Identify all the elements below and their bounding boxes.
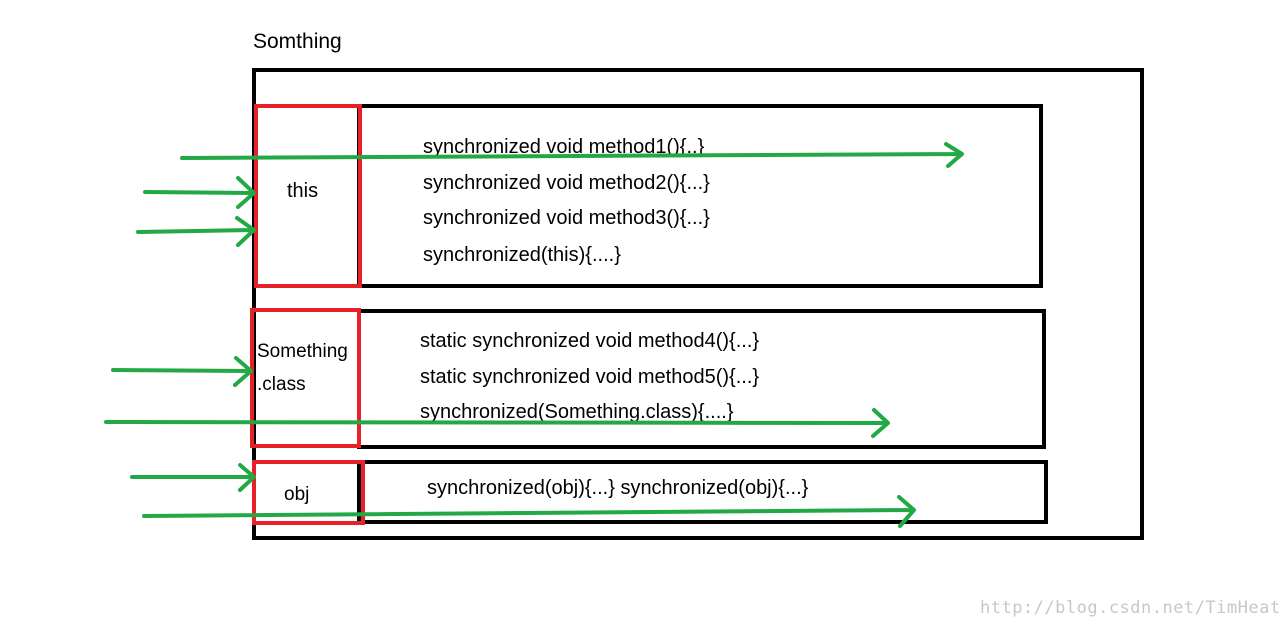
outer-object-box	[252, 68, 1144, 540]
method2-line: synchronized void method2(){...}	[423, 172, 710, 194]
thread-arrow-through-obj	[142, 495, 916, 528]
sync-class-line: synchronized(Something.class){....}	[420, 401, 734, 423]
method1-line: synchronized void method1(){..}	[423, 136, 705, 158]
sync-this-line: synchronized(this){....}	[423, 244, 621, 266]
method4-line: static synchronized void method4(){...}	[420, 330, 760, 352]
this-lock-label: this	[287, 180, 319, 202]
thread-arrow-blocked-obj	[130, 463, 256, 492]
thread-arrow-through-class	[104, 408, 890, 438]
obj-lock-box	[252, 460, 365, 525]
method5-line: static synchronized void method5(){...}	[420, 366, 760, 388]
thread-arrow-blocked-this-2	[136, 216, 256, 247]
diagram-title: Somthing	[253, 30, 342, 53]
method3-line: synchronized void method3(){...}	[423, 207, 710, 229]
watermark: http://blog.csdn.net/TimHeath	[980, 598, 1282, 618]
class-lock-box	[250, 308, 361, 448]
thread-arrow-through-this	[180, 142, 964, 168]
obj-lock-label: obj	[284, 484, 310, 505]
class-lock-label-line2: .class	[257, 374, 306, 395]
thread-arrow-blocked-this-1	[143, 176, 256, 209]
sync-obj-line: synchronized(obj){...} synchronized(obj)…	[427, 477, 809, 499]
class-lock-label-line1: Something	[257, 341, 348, 362]
obj-methods-box	[357, 460, 1048, 524]
this-lock-box	[254, 104, 362, 288]
thread-arrow-blocked-class	[111, 356, 253, 387]
